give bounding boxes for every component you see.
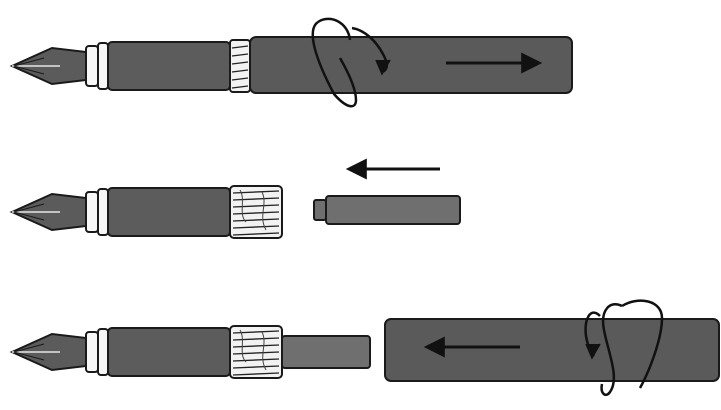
ink-cartridge: [281, 335, 371, 369]
nib-icon: [9, 192, 87, 232]
grip-section: [107, 41, 231, 91]
step-3-screw-barrel-back: [9, 299, 720, 396]
grip-section: [107, 327, 231, 377]
pen-barrel: [249, 36, 573, 94]
threads: [229, 39, 251, 93]
section-ring: [85, 328, 109, 376]
threads: [229, 185, 283, 239]
threads: [229, 325, 283, 379]
step-2-insert-cartridge: [9, 158, 461, 239]
nib-icon: [9, 332, 87, 372]
section-ring: [85, 188, 109, 236]
pen-barrel: [384, 318, 720, 382]
ink-cartridge: [313, 195, 461, 225]
section-ring: [85, 42, 109, 90]
nib-icon: [9, 46, 87, 86]
grip-section: [107, 187, 231, 237]
rotation-arrow-icon: [584, 299, 664, 396]
step-1-unscrew-barrel: [9, 17, 573, 108]
rotation-arrow-icon: [311, 17, 391, 108]
